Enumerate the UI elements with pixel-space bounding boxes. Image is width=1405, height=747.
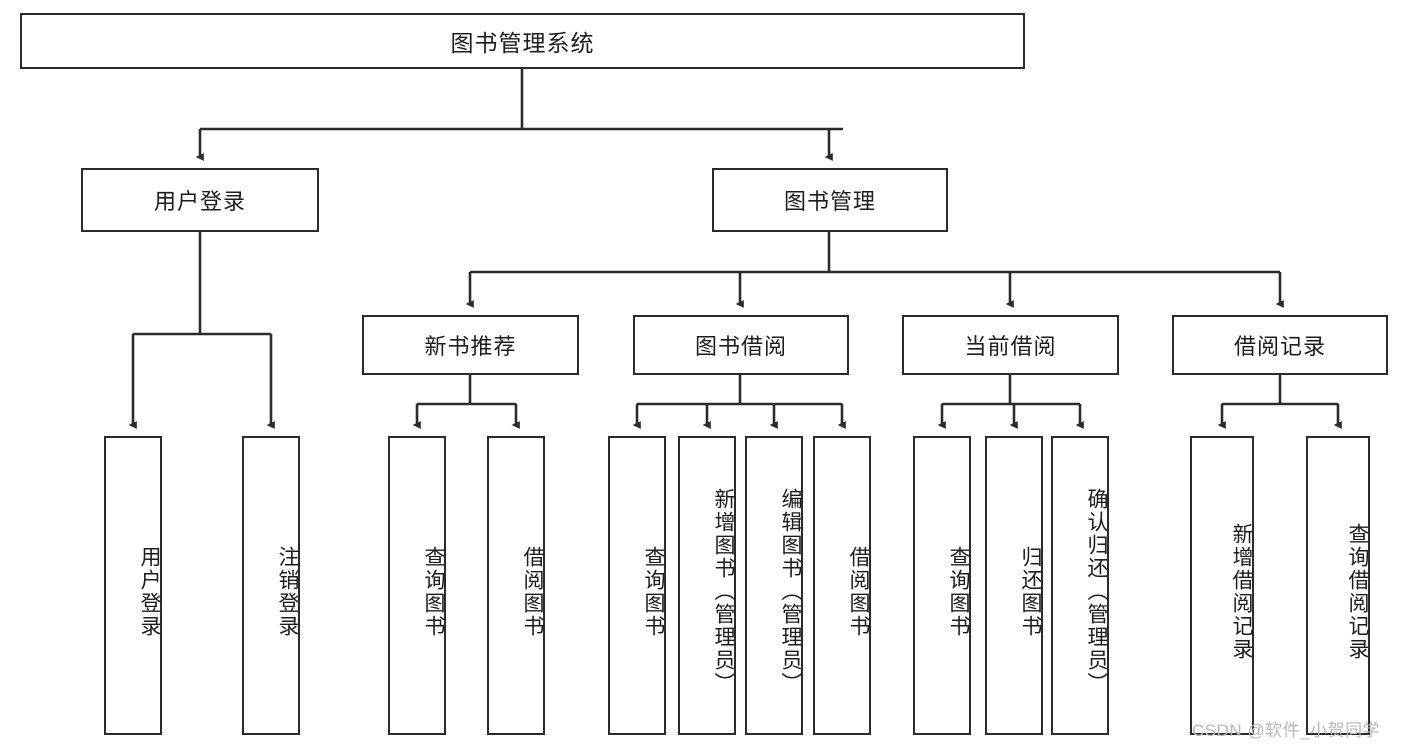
node-label: 新书推荐 — [424, 334, 517, 359]
node-label: 查询图书 — [947, 545, 970, 638]
node-leaf-query-book-2[interactable]: 查询图书 — [608, 436, 666, 735]
node-leaf-query-borrow-record[interactable]: 查询借阅记录 — [1306, 436, 1370, 735]
node-label: 编辑图书（管理员） — [779, 488, 802, 695]
node-book-management[interactable]: 图书管理 — [712, 168, 948, 232]
node-leaf-query-book-1[interactable]: 查询图书 — [388, 436, 446, 735]
node-label: 查询图书 — [642, 545, 665, 638]
node-borrow-record[interactable]: 借阅记录 — [1172, 315, 1388, 375]
node-leaf-return-book[interactable]: 归还图书 — [985, 436, 1043, 735]
node-label: 当前借阅 — [964, 334, 1057, 359]
node-label: 确认归还（管理员） — [1085, 488, 1108, 695]
node-leaf-edit-book-admin[interactable]: 编辑图书（管理员） — [745, 436, 803, 735]
node-book-management-system[interactable]: 图书管理系统 — [20, 13, 1025, 69]
node-leaf-borrow-book-1[interactable]: 借阅图书 — [487, 436, 545, 735]
node-label: 新增借阅记录 — [1230, 522, 1253, 661]
node-label: 查询借阅记录 — [1346, 522, 1369, 661]
node-label: 查询图书 — [422, 545, 445, 638]
node-leaf-borrow-book-2[interactable]: 借阅图书 — [813, 436, 871, 735]
node-label: 图书借阅 — [694, 334, 787, 359]
node-new-book-recommend[interactable]: 新书推荐 — [362, 315, 579, 375]
node-leaf-add-borrow-record[interactable]: 新增借阅记录 — [1190, 436, 1254, 735]
node-book-borrow[interactable]: 图书借阅 — [633, 315, 849, 375]
node-label: 图书管理系统 — [450, 30, 595, 56]
node-current-borrow[interactable]: 当前借阅 — [902, 315, 1119, 375]
node-leaf-add-book-admin[interactable]: 新增图书（管理员） — [678, 436, 736, 735]
watermark-credit: CSDN @软件_小贺同学 — [1192, 721, 1381, 740]
node-leaf-logout-login[interactable]: 注销登录 — [242, 436, 300, 735]
node-leaf-query-book-3[interactable]: 查询图书 — [913, 436, 971, 735]
node-label: 借阅图书 — [521, 545, 544, 638]
node-label: 用户登录 — [138, 545, 161, 638]
node-label: 归还图书 — [1019, 545, 1042, 638]
node-label: 注销登录 — [276, 545, 299, 638]
node-label: 新增图书（管理员） — [712, 488, 735, 695]
node-label: 用户登录 — [153, 189, 246, 214]
node-leaf-user-login[interactable]: 用户登录 — [104, 436, 162, 735]
node-user-login[interactable]: 用户登录 — [81, 168, 319, 232]
node-label: 图书管理 — [783, 189, 876, 214]
node-leaf-confirm-return-admin[interactable]: 确认归还（管理员） — [1051, 436, 1109, 735]
node-label: 借阅记录 — [1233, 334, 1326, 359]
node-label: 借阅图书 — [847, 545, 870, 638]
